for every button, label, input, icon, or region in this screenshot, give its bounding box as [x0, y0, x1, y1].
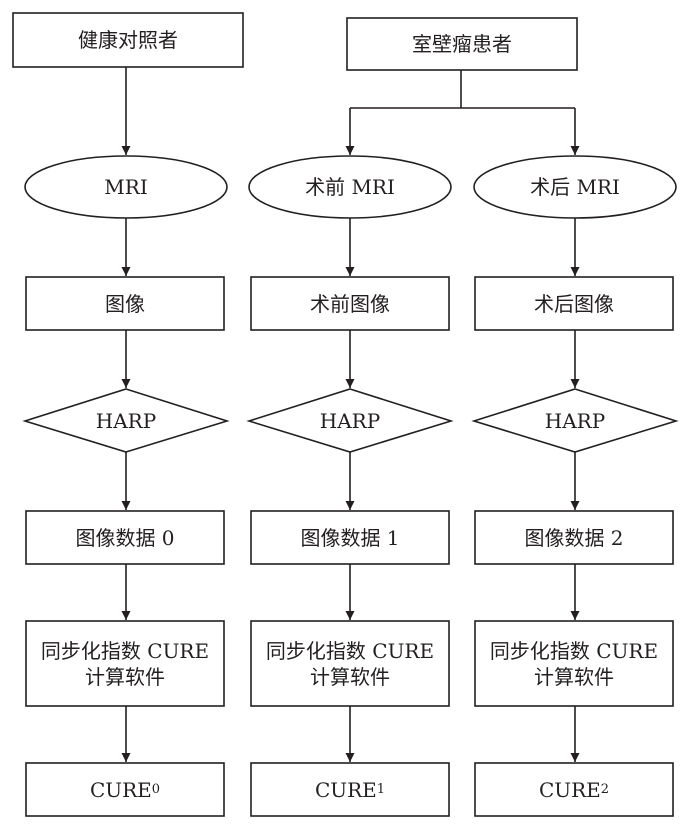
cure-subscript: 2 — [600, 781, 610, 797]
box-data-2 — [474, 510, 674, 565]
box-software-2 — [474, 620, 674, 707]
label-mri-post: 术后 MRI — [530, 175, 620, 199]
box-healthy-controls — [12, 12, 244, 68]
label-software-2: 同步化指数 CURE 计算软件 — [475, 621, 673, 706]
label-mri-pre: 术前 MRI — [305, 175, 395, 199]
cure-subscript: 0 — [151, 781, 161, 797]
box-cure-2 — [474, 762, 674, 817]
label-data-1: 图像数据 1 — [300, 525, 400, 550]
label-harp-0: HARP — [95, 408, 157, 433]
box-aneurysm-patients — [346, 17, 578, 71]
cure-subscript: 1 — [376, 781, 386, 797]
cure-base: CURE — [538, 777, 601, 802]
box-cure-0 — [25, 762, 225, 817]
label-harp-2: HARP — [544, 408, 606, 433]
box-cure-1 — [250, 762, 450, 817]
software-line1: 同步化指数 CURE — [40, 638, 210, 663]
label-data-0: 图像数据 0 — [75, 525, 175, 550]
cure-base: CURE — [314, 777, 377, 802]
box-software-0 — [25, 620, 225, 707]
label-software-1: 同步化指数 CURE 计算软件 — [251, 621, 449, 706]
box-image — [25, 276, 225, 331]
label-aneurysm-patients: 室壁瘤患者 — [412, 32, 512, 56]
label-mri: MRI — [104, 175, 148, 199]
software-line1: 同步化指数 CURE — [489, 638, 659, 663]
software-line1: 同步化指数 CURE — [265, 638, 435, 663]
box-data-0 — [25, 510, 225, 565]
software-line2: 计算软件 — [534, 664, 614, 689]
label-healthy-controls: 健康对照者 — [78, 28, 178, 52]
label-harp-1: HARP — [319, 408, 381, 433]
software-line2: 计算软件 — [85, 664, 165, 689]
label-image: 图像 — [105, 291, 145, 316]
box-image-post — [474, 276, 674, 331]
software-line2: 计算软件 — [310, 664, 390, 689]
label-data-2: 图像数据 2 — [524, 525, 624, 550]
label-software-0: 同步化指数 CURE 计算软件 — [26, 621, 224, 706]
cure-base: CURE — [89, 777, 152, 802]
label-image-pre: 术前图像 — [310, 291, 390, 316]
box-software-1 — [250, 620, 450, 707]
label-image-post: 术后图像 — [534, 291, 614, 316]
